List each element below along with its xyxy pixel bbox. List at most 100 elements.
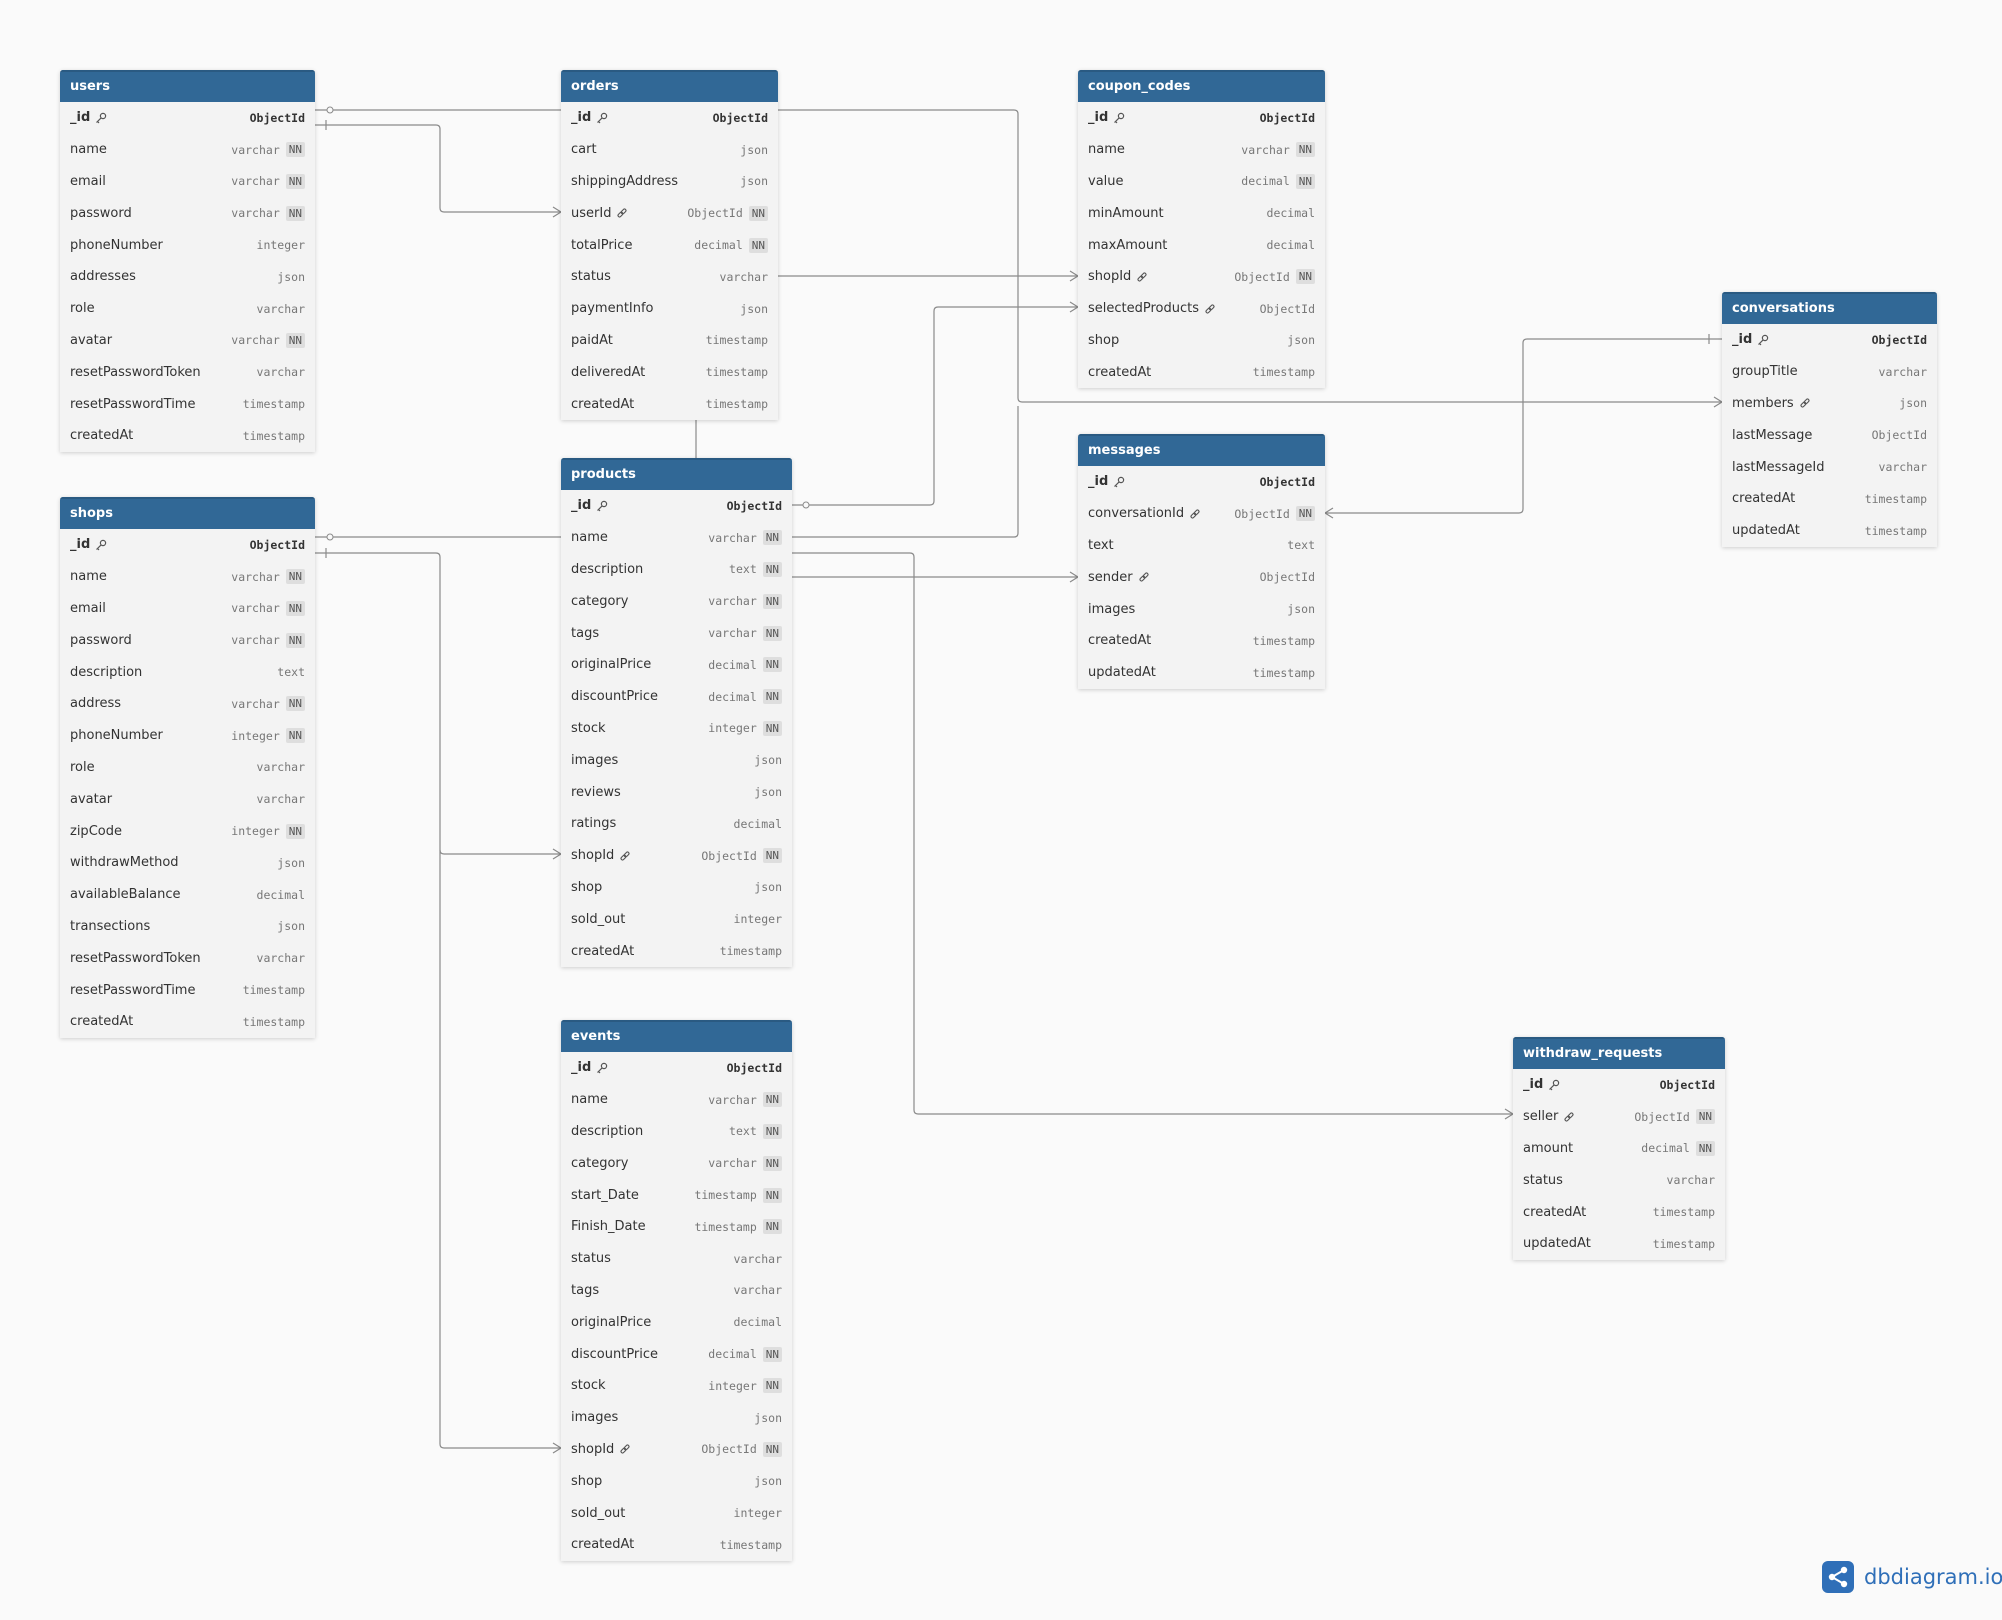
table-header[interactable]: conversations [1722, 292, 1937, 324]
table-header[interactable]: coupon_codes [1078, 70, 1325, 102]
table-header[interactable]: products [561, 458, 792, 490]
table-header[interactable]: users [60, 70, 315, 102]
brand[interactable]: dbdiagram.io [1822, 1561, 2002, 1593]
table-header[interactable]: orders [561, 70, 778, 102]
table-header[interactable]: withdraw_requests [1513, 1037, 1725, 1069]
